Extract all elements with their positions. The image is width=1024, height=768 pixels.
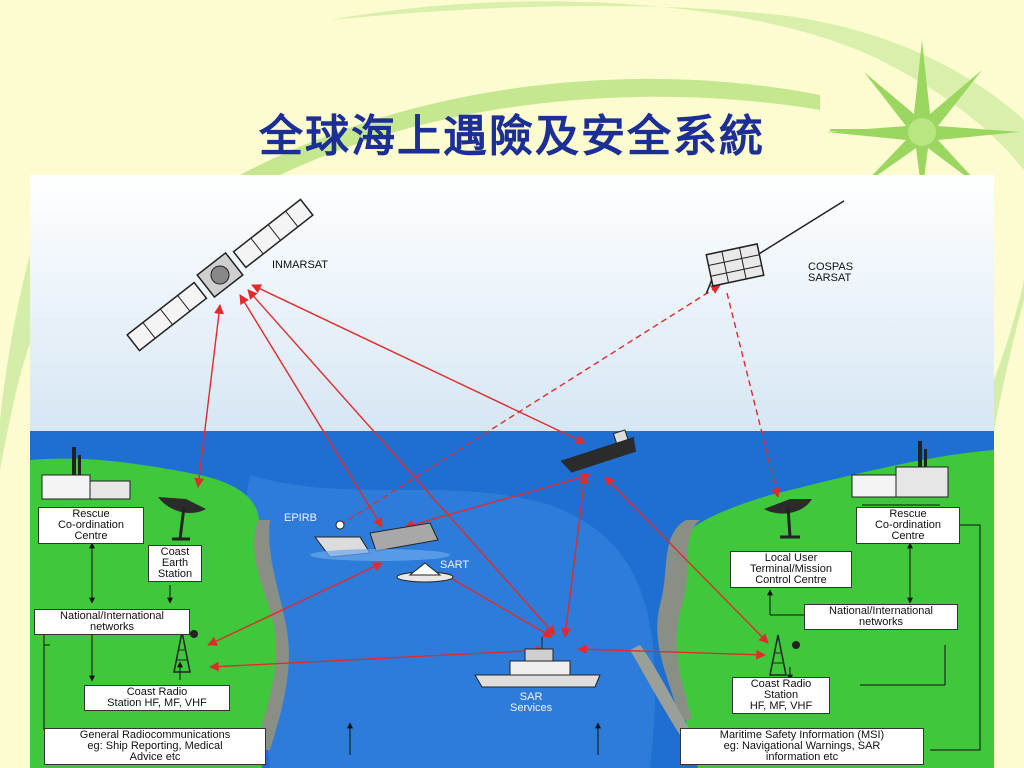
msi-box: Maritime Safety Information (MSI) eg: Na… (680, 728, 924, 765)
rcc-right-box: Rescue Co-ordination Centre (856, 507, 960, 544)
sinking-ship-icon (310, 520, 450, 561)
cospas-sarsat-satellite-icon (705, 200, 845, 294)
green-swoosh-top (330, 1, 1024, 171)
right-building-icon (851, 441, 949, 498)
sar-vessel-icon (474, 637, 601, 688)
networks-right-box: National/International networks (804, 604, 958, 630)
gmdss-diagram: INMARSAT COSPAS SARSAT EPIRB SART SAR Se… (30, 175, 994, 768)
sart-label: SART (440, 559, 470, 571)
inmarsat-label: INMARSAT (272, 259, 329, 271)
left-building-icon (41, 447, 131, 500)
left-radio-tower-icon (173, 630, 198, 673)
slide-title: 全球海上遇險及安全系統 (259, 111, 765, 162)
coast-radio-left-box: Coast Radio Station HF, MF, VHF (84, 685, 230, 711)
coast-radio-right-box: Coast Radio Station HF, MF, VHF (732, 677, 830, 714)
inmarsat-satellite-icon (126, 198, 314, 352)
cliff-right-lower (630, 645, 690, 735)
local-user-terminal-box: Local User Terminal/Mission Control Cent… (730, 551, 852, 588)
local-user-dish-antenna-icon (764, 499, 812, 539)
networks-left-box: National/International networks (34, 609, 190, 635)
green-swoosh-right (994, 280, 1024, 430)
satellite-links (194, 284, 769, 672)
ground-network-lines (43, 504, 981, 755)
coast-earth-dish-antenna-icon (158, 497, 206, 541)
cospas-sarsat-label: COSPAS SARSAT (808, 261, 854, 284)
sart-buoy-icon (396, 562, 454, 583)
rcc-left-box: Rescue Co-ordination Centre (38, 507, 144, 544)
cospas-links (339, 284, 781, 526)
coast-earth-station-box: Coast Earth Station (148, 545, 202, 582)
green-swoosh-mid (240, 78, 820, 180)
ship-icon (560, 429, 637, 473)
right-radio-tower-icon (769, 634, 800, 676)
general-radiocommunications-box: General Radiocommunications eg: Ship Rep… (44, 728, 266, 765)
epirb-label: EPIRB (284, 512, 318, 524)
sar-services-label: SAR Services (510, 691, 553, 714)
star-burst-icon (826, 40, 1020, 194)
